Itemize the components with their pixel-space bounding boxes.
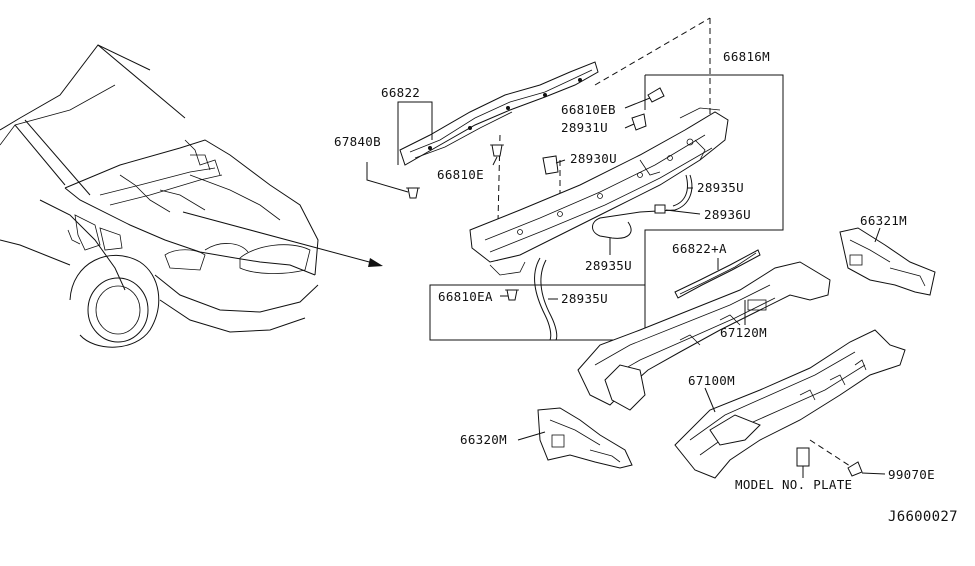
- dash-lower-panel: [674, 329, 906, 479]
- label-66320M: 66320M: [460, 432, 507, 447]
- label-28935U-upper: 28935U: [697, 180, 744, 195]
- leader-lines: [366, 97, 886, 478]
- cowl-top-panel: [469, 107, 729, 276]
- assembly-outline-66816M: [429, 74, 784, 341]
- clips: [406, 87, 863, 477]
- car-illustration: [0, 44, 319, 348]
- label-66810E: 66810E: [437, 167, 484, 182]
- part-labels: 66816M 66822 67840B 66810EB 28931U 66810…: [334, 49, 958, 525]
- label-66822: 66822: [381, 85, 420, 100]
- label-model-plate: MODEL NO. PLATE: [735, 477, 852, 492]
- label-67840B: 67840B: [334, 134, 381, 149]
- washer-hoses: [534, 174, 693, 341]
- label-66321M: 66321M: [860, 213, 907, 228]
- diagram-id: J6600027: [888, 509, 958, 525]
- label-99070E: 99070E: [888, 467, 935, 482]
- label-67100M: 67100M: [688, 373, 735, 388]
- label-66816M: 66816M: [723, 49, 770, 64]
- label-66810EA: 66810EA: [438, 289, 493, 304]
- label-28930U: 28930U: [570, 151, 617, 166]
- label-28931U: 28931U: [561, 120, 608, 135]
- weatherstrip: [674, 249, 761, 299]
- label-66810EB: 66810EB: [561, 102, 616, 117]
- label-28936U: 28936U: [704, 207, 751, 222]
- label-66822A: 66822+A: [672, 241, 727, 256]
- side-bracket-right: [839, 227, 936, 296]
- label-28935U-middle: 28935U: [585, 258, 632, 273]
- cowl-cover-strip: [399, 61, 599, 166]
- label-28935U-lower: 28935U: [561, 291, 608, 306]
- label-67120M: 67120M: [720, 325, 767, 340]
- dash-upper-panel: [577, 261, 831, 411]
- pointer-arrow: [182, 211, 383, 267]
- side-bracket-left: [537, 407, 633, 469]
